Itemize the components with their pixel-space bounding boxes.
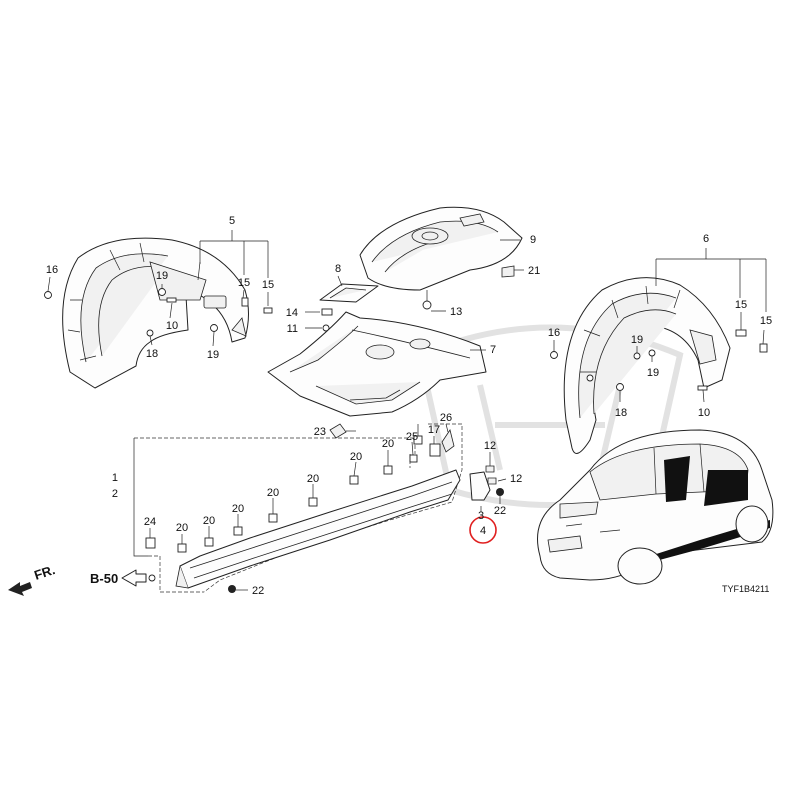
callout-20: 20 [307,473,319,485]
fastener-10 [166,297,177,303]
callout-13: 13 [450,306,462,318]
callout-8: 8 [335,263,341,275]
callout-18: 18 [146,348,158,360]
clip-20 [233,526,243,536]
callout-11: 11 [287,323,298,335]
callout-5: 5 [229,215,235,227]
fastener-24 [145,537,156,549]
callout-12: 12 [510,473,522,485]
callout-19: 19 [207,349,219,361]
callout-15: 15 [735,299,747,311]
callout-15: 15 [760,315,772,327]
front-fender-liner [62,237,249,389]
callout-20: 20 [176,522,188,534]
callout-20: 20 [382,438,394,450]
callout-21: 21 [528,265,540,277]
callout-15: 15 [262,279,274,291]
callout-20: 20 [203,515,215,527]
callout-labels: 5 16 19 15 15 10 18 19 9 8 21 14 13 11 7… [46,215,772,597]
callout-24: 24 [144,516,156,528]
callout-3: 3 [478,510,484,522]
fastener-16 [550,351,558,359]
fastener-15 [759,343,768,353]
callout-26: 26 [440,412,452,424]
fastener-15 [735,329,747,337]
callout-7: 7 [490,344,496,356]
callout-14: 14 [286,307,298,319]
callout-20: 20 [232,503,244,515]
diagram-code: TYF1B4211 [722,584,769,594]
fastener-16 [44,291,52,299]
fastener-19 [633,352,641,360]
fastener-12 [487,477,497,485]
fastener-17 [429,443,441,457]
fastener-10 [697,385,708,391]
clip-20 [177,543,187,553]
fastener-19 [158,288,166,296]
clip-20 [308,497,318,507]
lower-under-cover [267,311,487,417]
callout-19: 19 [647,367,659,379]
fastener-22 [228,585,236,593]
fastener-14 [321,308,333,316]
callout-15: 15 [238,277,250,289]
upper-under-cover [359,206,523,291]
fastener-19 [648,349,656,357]
reference-arrow [121,569,147,587]
clip-20 [204,537,214,547]
fastener-18 [616,383,624,391]
callout-19: 19 [156,270,168,282]
callout-22: 22 [252,585,264,597]
rear-wheel-liner [563,277,731,454]
clip-20 [383,465,393,475]
callout-18: 18 [615,407,627,419]
callout-22: 22 [494,505,506,517]
clip-20 [349,475,359,485]
vehicle-overview [537,429,774,585]
callout-20: 20 [350,451,362,463]
fastener-21 [501,265,515,278]
fastener-23 [329,423,347,439]
callout-1: 1 [112,472,118,484]
fastener-15 [263,307,273,314]
front-direction-label: FR. [32,562,57,583]
callout-25: 25 [406,431,418,443]
callout-12: 12 [484,440,496,452]
fastener-26 [441,429,455,453]
callout-19: 19 [631,334,643,346]
callout-20: 20 [267,487,279,499]
callout-9: 9 [530,234,536,246]
reference-clip [148,574,156,582]
fastener-19 [210,324,218,332]
front-direction-arrow [8,582,32,596]
fastener-25 [409,454,418,463]
reference-label: B-50 [90,571,118,586]
fastener-22 [496,488,504,496]
fastener-13 [422,300,432,310]
callout-17: 17 [428,424,440,436]
highlight-circle [469,516,497,544]
callout-23: 23 [314,426,326,438]
side-sill-garnish [175,469,461,589]
callout-16: 16 [548,327,560,339]
fastener-12 [485,465,495,473]
fastener-15 [241,297,249,307]
callout-4: 4 [480,525,486,537]
callout-6: 6 [703,233,709,245]
callout-10: 10 [166,320,178,332]
fastener-11 [322,324,330,332]
mud-flap [469,471,491,501]
callout-10: 10 [698,407,710,419]
fastener-19 [586,374,594,382]
fastener-18 [146,329,154,337]
callout-16: 16 [46,264,58,276]
clip-20 [268,513,278,523]
callout-2: 2 [112,488,118,500]
